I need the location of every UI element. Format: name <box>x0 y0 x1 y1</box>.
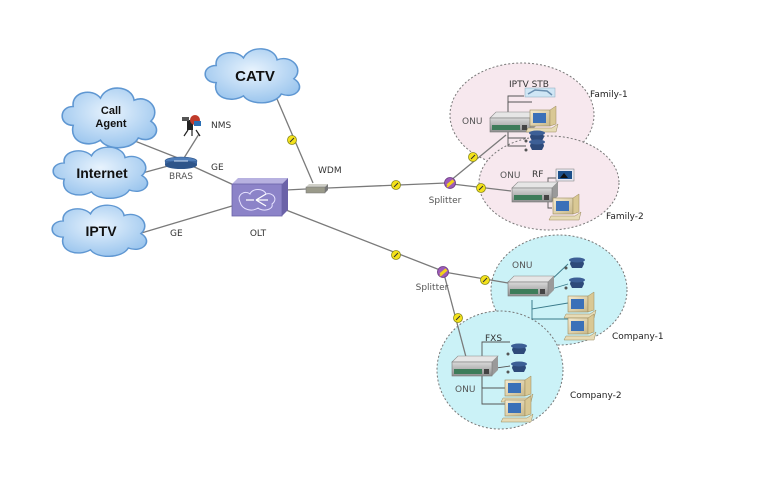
family1-onu-label: ONU <box>462 117 482 127</box>
link-olt-splitter-bottom <box>285 209 441 271</box>
family2-pc-icon <box>548 193 582 221</box>
connector-company2 <box>453 313 463 323</box>
link-label-iptv-olt: GE <box>170 229 183 239</box>
link-splitter-family1 <box>449 134 507 182</box>
family2-tv-icon <box>555 168 575 182</box>
company2-onu-label: ONU <box>455 385 475 395</box>
connector-family2 <box>476 183 486 193</box>
wdm-label: WDM <box>318 166 342 176</box>
company1-label: Company-1 <box>612 332 664 342</box>
company1-onu-label: ONU <box>512 261 532 271</box>
link-olt-wdm <box>285 188 307 191</box>
wdm-icon <box>305 184 328 194</box>
connector-catv <box>287 135 297 145</box>
link-splitter-company1 <box>443 271 509 284</box>
company1-onu-icon <box>507 275 555 297</box>
company1-pc-icon <box>563 291 597 319</box>
family2-rf-label: RF <box>532 170 543 180</box>
company2-onu-icon <box>451 355 499 377</box>
olt-label: OLT <box>250 229 267 239</box>
family2-onu-icon <box>511 181 559 203</box>
connector-bottom-trunk <box>391 250 401 260</box>
cloud-call-agent-label-line2: Agent <box>95 118 127 130</box>
bras-label: BRAS <box>169 172 193 182</box>
family2-onu-label: ONU <box>500 171 520 181</box>
cloud-internet-label: Internet <box>76 165 128 181</box>
nms-label: NMS <box>211 121 231 131</box>
cloud-iptv-label: IPTV <box>85 223 117 239</box>
splitter-top-label: Splitter <box>429 196 462 206</box>
link-bras-nms <box>183 133 200 159</box>
family2-label: Family-2 <box>606 212 644 222</box>
family1-label: Family-1 <box>590 90 628 100</box>
splitter-bottom-label: Splitter <box>416 283 449 293</box>
nms-icon <box>182 115 201 137</box>
company2-label: Company-2 <box>570 391 622 401</box>
family1-pc-icon <box>525 105 559 133</box>
company2-pc-icon-2 <box>500 395 534 423</box>
family1-stb-icon <box>524 87 556 98</box>
link-wdm-splitter-top <box>327 182 447 189</box>
family1-stb-label: IPTV STB <box>509 80 549 90</box>
connector-family1 <box>468 152 478 162</box>
link-iptv-olt <box>137 205 233 235</box>
link-bras-olt <box>189 164 237 187</box>
company1-pc-icon-2 <box>563 313 597 341</box>
splitter-top-icon <box>443 176 457 190</box>
company2-fxs-label: FXS <box>485 334 502 344</box>
link-label-bras-olt: GE <box>211 163 224 173</box>
splitter-bottom-icon <box>436 265 450 279</box>
connector-top-trunk <box>391 180 401 190</box>
olt-icon <box>231 178 288 217</box>
cloud-call-agent-label-line1: Call <box>101 105 121 117</box>
links <box>121 91 512 358</box>
bras-icon <box>164 156 198 169</box>
connector-company1 <box>480 275 490 285</box>
cloud-catv-label: CATV <box>235 68 275 85</box>
